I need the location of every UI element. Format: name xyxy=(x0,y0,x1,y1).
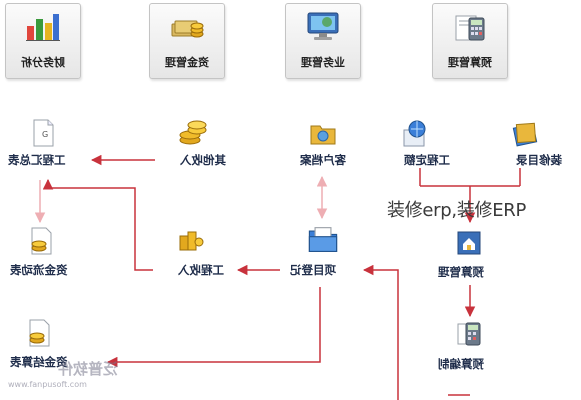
module-label: 资金管理 xyxy=(165,56,209,69)
arrow-project-income-to-summary xyxy=(42,178,153,271)
coins-icon xyxy=(179,120,207,145)
node-label: 工程汇总表 xyxy=(8,153,66,167)
node-other-income[interactable]: 其他收入 xyxy=(172,118,242,170)
node-budget-compile[interactable]: 预算编制 xyxy=(434,318,506,374)
money-icon xyxy=(171,20,204,38)
node-label: 预算管理 xyxy=(438,265,484,279)
document-icon: G xyxy=(33,119,54,147)
node-fund-statement[interactable]: 资金结算表 xyxy=(0,318,108,370)
globe-icon xyxy=(403,120,426,147)
node-label: 工程收入 xyxy=(178,263,224,277)
node-project-summary[interactable]: G 工程汇总表 xyxy=(0,118,92,170)
node-customer-file[interactable]: 客户档案 xyxy=(290,118,364,170)
node-label: 工程定额 xyxy=(404,153,450,167)
watermark-text: 泛普软件 xyxy=(57,360,118,378)
arrow-register-to-fund-statement xyxy=(106,287,321,368)
node-engineering-quota[interactable]: 工程定额 xyxy=(398,118,462,170)
node-label: 项目登记 xyxy=(290,263,336,277)
node-label: 装修目录 xyxy=(516,153,562,167)
calculator-icon xyxy=(455,15,485,41)
node-label: 客户档案 xyxy=(300,153,346,167)
house-document-icon xyxy=(457,231,481,255)
node-label: 资金流动表 xyxy=(10,263,68,277)
calculator-icon xyxy=(457,322,481,346)
module-finance-analysis[interactable]: 财务分析 xyxy=(5,3,81,79)
money-document-icon xyxy=(29,319,50,347)
module-fund-management[interactable]: 资金管理 xyxy=(149,3,225,79)
module-label: 业务管理 xyxy=(301,56,345,69)
node-fund-flow[interactable]: 资金流动表 xyxy=(0,226,100,280)
watermark-url: www.fanpusoft.com xyxy=(8,380,87,389)
module-budget-management[interactable]: 预算管理 xyxy=(432,3,508,79)
node-decoration-catalog[interactable]: 装修目录 xyxy=(510,118,580,170)
coins-key-icon xyxy=(179,231,204,251)
node-label: 其他收入 xyxy=(180,153,226,167)
chart-icon xyxy=(26,14,60,41)
module-business-management[interactable]: 业务管理 xyxy=(285,3,361,79)
node-budget-management[interactable]: 预算管理 xyxy=(434,226,506,284)
node-label: 预算编制 xyxy=(438,357,484,371)
arrow-bottom-to-register xyxy=(362,264,399,400)
module-label: 财务分析 xyxy=(21,56,65,69)
monitor-icon xyxy=(307,12,339,40)
module-label: 预算管理 xyxy=(448,56,492,69)
overlay-caption: 装修erp,装修ERP xyxy=(387,200,527,221)
node-project-income[interactable]: 工程收入 xyxy=(168,226,238,280)
folder-icon xyxy=(310,125,336,145)
money-document-icon xyxy=(31,227,52,255)
node-project-register[interactable]: 项目登记 xyxy=(284,222,364,280)
books-icon xyxy=(512,122,538,147)
folder-documents-icon xyxy=(308,227,338,253)
svg-text:G: G xyxy=(42,130,48,139)
